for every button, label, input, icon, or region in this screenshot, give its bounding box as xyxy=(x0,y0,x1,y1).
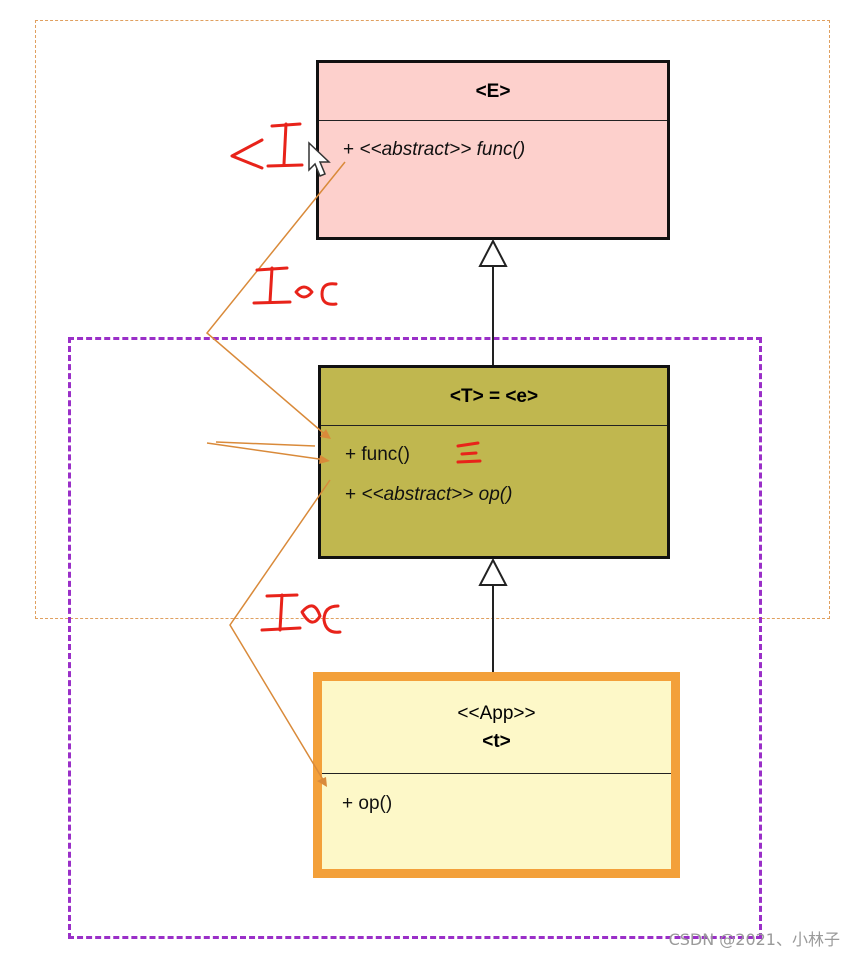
outer-purple-frame xyxy=(68,337,762,939)
member-name: op() xyxy=(473,484,513,505)
class-t[interactable]: <T> = <e> + func() + <<abstract>> op() xyxy=(318,365,670,559)
member-name: op() xyxy=(358,793,393,814)
watermark: CSDN @2021、小林子 xyxy=(668,930,840,949)
class-t-title: <T> = <e> xyxy=(321,368,667,426)
member-prefix: + xyxy=(343,139,360,160)
member-prefix: + xyxy=(345,484,362,505)
member-name: func() xyxy=(471,139,526,160)
class-app-title: <t> xyxy=(482,731,511,752)
class-app[interactable]: <<App>> <t> + op() xyxy=(313,672,680,878)
member-stereotype: <<abstract>> xyxy=(361,484,474,505)
class-app-separator xyxy=(322,773,671,774)
member-name: func() xyxy=(361,444,410,465)
member-prefix: + xyxy=(345,444,362,465)
member-prefix: + xyxy=(342,793,359,814)
class-t-member-op: + <<abstract>> op() xyxy=(345,484,512,506)
class-e-member-func: + <<abstract>> func() xyxy=(343,139,525,161)
member-stereotype: <<abstract>> xyxy=(359,139,472,160)
class-app-member-op: + op() xyxy=(342,793,392,815)
class-t-member-func: + func() xyxy=(345,444,410,466)
class-app-stereotype: <<App>> xyxy=(457,703,536,724)
outer-orange-frame xyxy=(35,20,830,619)
class-e-title: <E> xyxy=(319,63,667,121)
class-e[interactable]: <E> + <<abstract>> func() xyxy=(316,60,670,240)
